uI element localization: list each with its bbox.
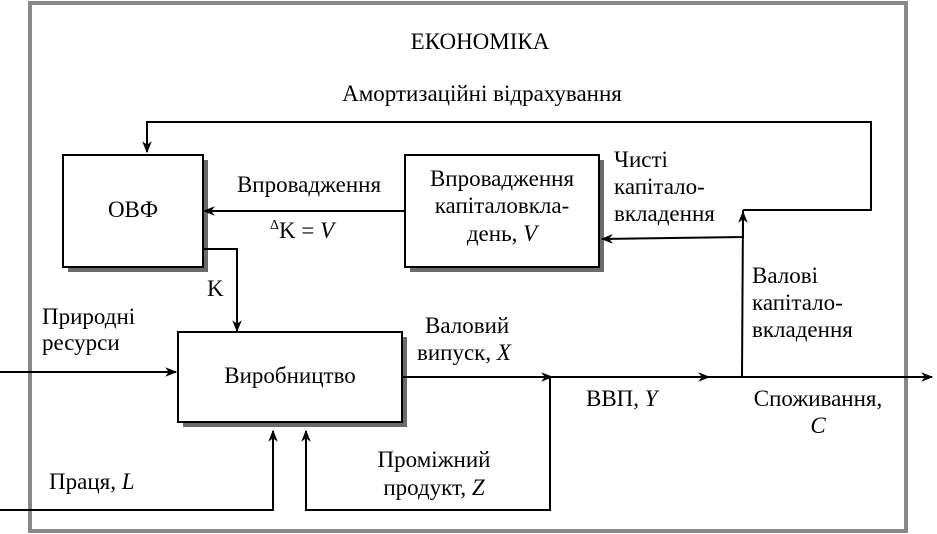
investment-box-var: V <box>523 221 540 246</box>
investment-box-line1: Впровадження <box>430 166 575 191</box>
consumption-var: C <box>810 413 826 438</box>
gross-output-line2: випуск, X <box>417 340 512 365</box>
gross-investment-line3: вкладення <box>752 317 853 342</box>
net-investment-line1: Чисті <box>614 147 668 172</box>
consumption-label: Споживання, <box>754 386 883 411</box>
economy-frame <box>28 1 908 533</box>
production-box <box>177 331 403 423</box>
intermediate-product-line1: Проміжний <box>378 447 491 472</box>
labor-label: Праця, L <box>49 469 135 494</box>
capital-k-label: K <box>207 276 224 301</box>
net-investment-line2: капітало- <box>614 174 705 199</box>
labor-text: Праця, <box>49 469 122 494</box>
ovf-label: ОВФ <box>108 197 158 222</box>
delta-k-label: ΔK = V <box>270 218 337 243</box>
gross-investment-line1: Валові <box>752 263 818 288</box>
gross-output-line1: Валовий <box>425 313 509 338</box>
delta-k-var: V <box>320 218 337 243</box>
gdp-var: Y <box>645 386 660 411</box>
amortization-label: Амортизаційні відрахування <box>342 81 622 106</box>
implementation-label: Впровадження <box>237 172 382 197</box>
labor-arrow <box>0 429 278 511</box>
intermediate-product-var: Z <box>472 475 485 500</box>
investment-box-line3: день, V <box>467 221 540 246</box>
labor-var: L <box>121 469 135 494</box>
gross-investment-arrow <box>738 210 748 378</box>
production-label: Виробництво <box>224 363 356 388</box>
investment-box-line2: капіталовкла- <box>435 193 570 218</box>
delta-k-text: K = <box>279 218 320 243</box>
net-investment-arrow <box>600 210 744 244</box>
intermediate-product-line2-text: продукт, <box>383 475 472 500</box>
intermediate-product-line2: продукт, Z <box>383 475 485 500</box>
gross-output-var: X <box>496 340 512 365</box>
intermediate-product-arrow <box>301 377 551 511</box>
gdp-text: ВВП, <box>586 386 645 411</box>
investment-box <box>404 154 600 268</box>
natural-resources-line1: Природні <box>42 304 135 329</box>
natural-resources-line2: ресурси <box>42 330 120 355</box>
capital-to-production-arrow <box>203 248 242 333</box>
gross-investment-line2: капітало- <box>752 290 843 315</box>
investment-box-line3-text: день, <box>467 221 523 246</box>
gdp-label: ВВП, Y <box>586 386 660 411</box>
amortization-arrow <box>142 121 872 211</box>
diagram-title: ЕКОНОМІКА <box>411 29 550 54</box>
net-investment-line3: вкладення <box>614 201 715 226</box>
gross-output-line2-text: випуск, <box>417 340 497 365</box>
delta-symbol: Δ <box>270 218 279 233</box>
